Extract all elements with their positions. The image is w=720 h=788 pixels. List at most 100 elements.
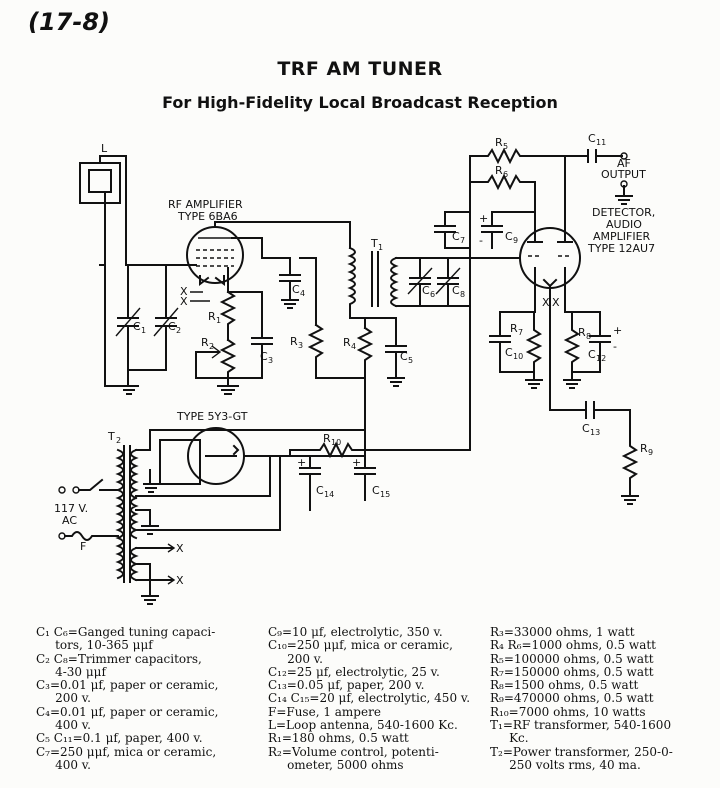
svg-text:C: C xyxy=(582,422,590,435)
svg-text:6: 6 xyxy=(430,290,435,299)
svg-text:+: + xyxy=(613,324,622,337)
svg-text:7: 7 xyxy=(518,328,523,337)
svg-text:C: C xyxy=(422,284,430,297)
parts-list-item: R₄ R₆=1000 ohms, 0.5 watt xyxy=(490,638,657,653)
svg-text:8: 8 xyxy=(586,332,591,341)
svg-text:+: + xyxy=(479,212,488,225)
svg-text:C: C xyxy=(133,320,141,333)
parts-list-item: C₂ C₈=Trimmer capacitors, xyxy=(36,651,202,666)
parts-list-item: C₉=10 μf, electrolytic, 350 v. xyxy=(268,625,443,639)
svg-text:4: 4 xyxy=(300,289,305,298)
parts-list-item: C₄=0.01 μf, paper or ceramic, xyxy=(36,704,219,719)
parts-list-item: L=Loop antenna, 540-1600 Kc. xyxy=(268,718,458,733)
svg-text:C: C xyxy=(316,484,324,497)
page-title: TRF AM TUNER xyxy=(277,58,443,80)
svg-text:C: C xyxy=(505,346,513,359)
svg-text:R: R xyxy=(343,336,351,349)
parts-list-item: 200 v. xyxy=(36,691,91,706)
svg-text:X: X xyxy=(180,285,188,298)
det-label-1: DETECTOR, xyxy=(592,206,655,219)
svg-text:3: 3 xyxy=(298,341,303,350)
parts-list-item: R₉=470000 ohms, 0.5 watt xyxy=(490,691,654,706)
parts-list-col1: C₁ C₆=Ganged tuning capaci- tors, 10-365… xyxy=(36,625,219,772)
parts-list-item: R₈=1500 ohms, 0.5 watt xyxy=(490,678,639,693)
svg-text:X: X xyxy=(176,542,184,555)
parts-list-item: 200 v. xyxy=(268,651,323,666)
svg-text:-: - xyxy=(613,340,617,353)
ac-input: 117 V. AC F xyxy=(54,478,119,553)
svg-text:R: R xyxy=(495,136,503,149)
svg-text:R: R xyxy=(201,336,209,349)
svg-text:C: C xyxy=(452,284,460,297)
svg-text:6: 6 xyxy=(503,170,508,179)
ac-label-1: 117 V. xyxy=(54,502,88,515)
svg-text:C: C xyxy=(292,283,300,296)
parts-list-item: 400 v. xyxy=(36,757,91,772)
rect-tube-label: TYPE 5Y3-GT xyxy=(176,410,248,423)
parts-list-item: C₁₄ C₁₅=20 μf, electrolytic, 450 v. xyxy=(268,691,471,706)
parts-list-item: T₁=RF transformer, 540-1600 xyxy=(490,718,672,733)
parts-list-col3: R₃=33000 ohms, 1 watt R₄ R₆=1000 ohms, 0… xyxy=(490,625,673,772)
parts-list-item: C₁₃=0.05 μf, paper, 200 v. xyxy=(268,678,425,693)
svg-text:C: C xyxy=(452,230,460,243)
svg-text:14: 14 xyxy=(324,490,334,499)
tube-5Y3GT xyxy=(149,427,366,485)
parts-list-item: F=Fuse, 1 ampere xyxy=(268,704,381,719)
svg-text:R: R xyxy=(578,326,586,339)
svg-text:C: C xyxy=(168,320,176,333)
det-label-4: TYPE 12AU7 xyxy=(587,242,655,255)
parts-list-item: tors, 10-365 μμf xyxy=(36,638,153,653)
svg-text:2: 2 xyxy=(209,342,214,351)
tube-6BA6 xyxy=(165,221,351,286)
svg-text:-: - xyxy=(479,234,483,247)
parts-list-item: C₃=0.01 μf, paper or ceramic, xyxy=(36,678,219,693)
parts-list-item: R₅=100000 ohms, 0.5 watt xyxy=(490,651,654,666)
svg-text:9: 9 xyxy=(513,236,518,245)
ac-label-2: AC xyxy=(62,514,77,527)
svg-text:8: 8 xyxy=(460,290,465,299)
page-subtitle: For High-Fidelity Local Broadcast Recept… xyxy=(162,93,558,112)
figure-number: (17-8) xyxy=(28,8,110,36)
svg-text:X: X xyxy=(542,296,550,309)
svg-text:C: C xyxy=(400,350,408,363)
svg-text:T: T xyxy=(107,430,115,443)
svg-text:T: T xyxy=(370,237,378,250)
af-label-1: AF xyxy=(617,157,631,170)
parts-list-item: R₁=180 ohms, 0.5 watt xyxy=(268,731,409,746)
parts-list-item: 250 volts rms, 40 ma. xyxy=(490,757,641,772)
loop-antenna: L xyxy=(79,142,167,266)
svg-text:12: 12 xyxy=(596,354,606,363)
svg-text:R: R xyxy=(640,442,648,455)
svg-text:1: 1 xyxy=(141,326,146,335)
svg-text:C: C xyxy=(260,350,268,363)
parts-list-item: C₁₂=25 μf, electrolytic, 25 v. xyxy=(268,664,440,679)
svg-text:R: R xyxy=(208,310,216,323)
svg-text:9: 9 xyxy=(648,448,653,457)
svg-text:2: 2 xyxy=(116,436,121,445)
svg-text:1: 1 xyxy=(216,316,221,325)
svg-text:C: C xyxy=(588,132,596,145)
parts-list-item: Kc. xyxy=(490,731,529,746)
svg-text:X: X xyxy=(552,296,560,309)
svg-text:C: C xyxy=(588,348,596,361)
svg-text:5: 5 xyxy=(408,356,413,365)
parts-list-item: 4-30 μμf xyxy=(36,664,106,679)
